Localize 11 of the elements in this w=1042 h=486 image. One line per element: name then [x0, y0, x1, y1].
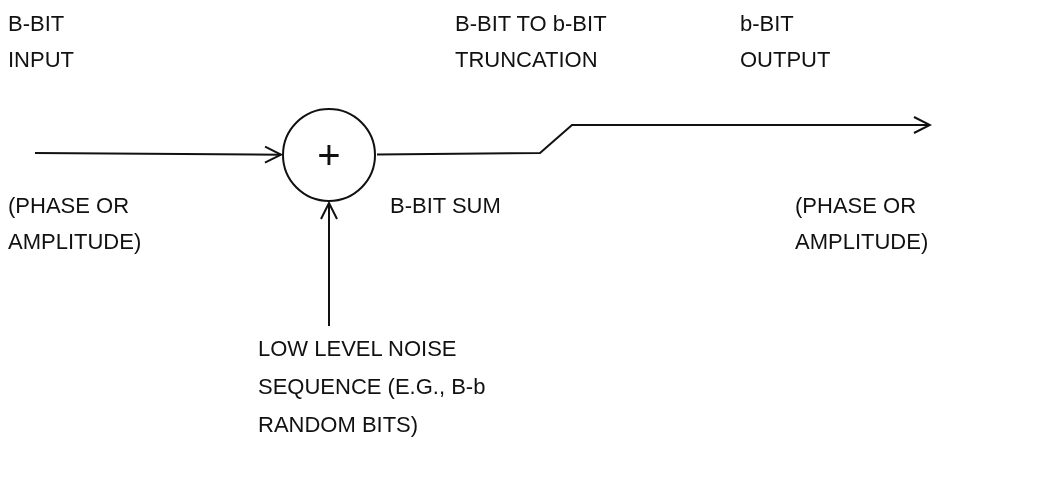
signal-label: b-BIT OUTPUT: [740, 10, 832, 74]
arrow: [320, 202, 338, 327]
arrow: [376, 116, 931, 156]
summing-junction: +: [282, 108, 376, 202]
signal-label: B-BIT INPUT: [8, 10, 75, 74]
noise-source-label: LOW LEVEL NOISE SEQUENCE (E.G., B-b RANDOM BITS): [258, 330, 558, 444]
arrow: [34, 145, 282, 164]
signal-label: B-BIT TO b-BIT TRUNCATION: [455, 10, 608, 74]
signal-label: B-BIT SUM: [390, 192, 502, 220]
signal-label: (PHASE OR AMPLITUDE): [8, 192, 143, 256]
signal-label: (PHASE OR AMPLITUDE): [795, 192, 930, 256]
